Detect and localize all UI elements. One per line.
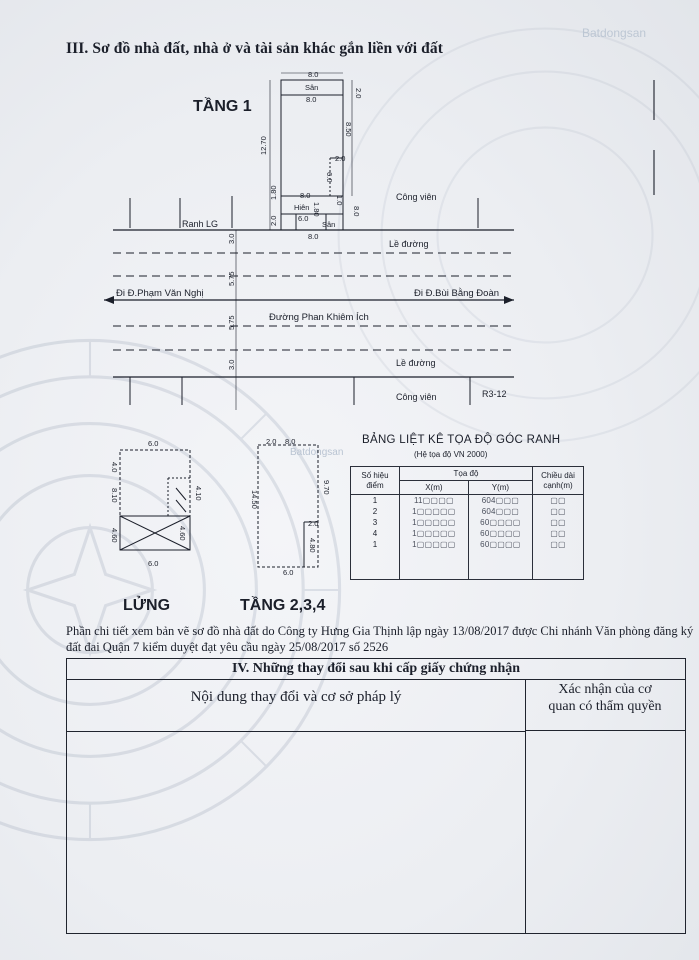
floor1-dim-right-side: 8.0 — [352, 206, 361, 216]
mezz-dim-bottom: 6.0 — [148, 559, 158, 568]
floor1-dim-top-w: 8.0 — [308, 70, 318, 79]
drawing-note: Phần chi tiết xem bản vẽ sơ đồ nhà đất d… — [66, 624, 694, 654]
confirmation-header-line1: Xác nhận của cơ — [558, 682, 652, 697]
coord-header-x: X(m) — [399, 480, 469, 495]
floor1-hien: Hiên — [294, 203, 309, 212]
cong-vien-bottom: Công viên — [396, 392, 437, 402]
coord-edge: ▢▢ — [532, 517, 584, 528]
site-dim-3-bottom: 3.0 — [227, 360, 236, 370]
site-dim-575-b: 5.75 — [227, 315, 236, 330]
confirmation-header-line2: quan có thẩm quyền — [548, 699, 662, 714]
floor1-dim-step-c: 1.0 — [335, 195, 344, 205]
coord-point: 2 — [350, 506, 400, 517]
floor1-dim-hien-w: 8.0 — [300, 191, 310, 200]
coord-x: 1▢▢▢▢▢ — [399, 506, 469, 517]
coord-point: 1 — [350, 539, 400, 580]
coord-header-point: Số hiệu điểm — [350, 466, 400, 495]
coord-header-y: Y(m) — [467, 480, 534, 495]
coord-edge: ▢▢ — [532, 539, 584, 580]
coord-edge: ▢▢ — [532, 506, 584, 517]
street-name: Đường Phan Khiêm Ích — [269, 312, 369, 323]
floor1-dim-san-w: 6.0 — [298, 214, 308, 223]
coord-table: Số hiệu điểm Tọa độ Chiều dài cạnh(m) X(… — [350, 466, 584, 580]
floor1-label: TẦNG 1 — [193, 96, 252, 115]
coord-x: 1▢▢▢▢▢ — [399, 528, 469, 539]
coord-x: 1⁠1⁠▢▢▢▢ — [399, 494, 469, 506]
street-left-direction: Đi Đ.Phạm Văn Nghị — [116, 288, 204, 299]
floor1-dim-inner-top: 8.0 — [306, 95, 316, 104]
mezz-dim-top: 6.0 — [148, 439, 158, 448]
floor1-dim-step-a: 2.0 — [335, 154, 345, 163]
mezzanine-label: LỬNG — [123, 595, 170, 614]
coord-table-subtitle: (Hệ tọa độ VN 2000) — [414, 450, 488, 459]
coord-point: 3 — [350, 517, 400, 528]
site-dim-3-top: 3.0 — [227, 234, 236, 244]
coord-point: 1 — [350, 494, 400, 506]
drum-seal-background — [0, 338, 342, 842]
floor1-dim-left-long: 12.70 — [259, 136, 268, 155]
f234-dim-left: 14.50 — [250, 490, 259, 509]
mezz-dim-left-b: 8.10 — [110, 488, 119, 503]
mezz-dim-right-b: 4.60 — [178, 526, 187, 541]
floors234-label: TẦNG 2,3,4 — [240, 595, 325, 614]
floors234-outline — [257, 444, 319, 568]
drum-seal-background-2 — [337, 27, 699, 443]
le-duong-bottom: Lề đường — [396, 358, 435, 368]
coord-y: 604▢▢▢ — [467, 494, 534, 506]
floor1-san-top: Sân — [305, 83, 318, 92]
watermark-logo: Batdongsan — [582, 26, 647, 40]
coord-y: 60▢▢▢▢ — [467, 517, 534, 528]
floor1-dim-step-e: 1.80 — [312, 202, 321, 217]
le-duong-top: Lề đường — [389, 239, 428, 249]
section-3-title: III. Sơ đồ nhà đất, nhà ở và tài sản khá… — [66, 40, 443, 57]
f234-dim-top-b: 8.0 — [285, 437, 295, 446]
section-4-table: IV. Những thay đổi sau khi cấp giấy chứn… — [66, 658, 686, 934]
mezz-dim-right-a: 4.10 — [194, 486, 203, 501]
coord-point: 4 — [350, 528, 400, 539]
changes-column-header: Nội dung thay đổi và cơ sở pháp lý — [67, 679, 525, 732]
coord-table-title: BẢNG LIỆT KÊ TỌA ĐỘ GÓC RANH — [362, 434, 561, 446]
coord-header-coord: Tọa độ — [399, 466, 533, 481]
floor1-dim-step-d: 6.0 — [325, 172, 334, 182]
coord-edge: ▢▢ — [532, 528, 584, 539]
lot-code: R3-12 — [482, 389, 507, 399]
floor1-dim-top-side: 2.0 — [354, 88, 363, 98]
changes-column: Nội dung thay đổi và cơ sở pháp lý — [67, 679, 526, 933]
site-dim-575-a: 5.75 — [227, 271, 236, 286]
coord-header-edge: Chiều dài cạnh(m) — [532, 466, 584, 495]
coord-x: 1▢▢▢▢▢ — [399, 517, 469, 528]
confirmation-column-header: Xác nhận của cơ quan có thẩm quyền — [525, 679, 685, 731]
floor1-dim-right-long: 8.50 — [344, 122, 353, 137]
street-right-direction: Đi Đ.Bùi Bằng Đoàn — [414, 288, 499, 299]
f234-dim-right-b: 2.0 — [308, 519, 318, 528]
coord-y: 604▢▢▢ — [467, 506, 534, 517]
section-4-title: IV. Những thay đổi sau khi cấp giấy chứn… — [67, 659, 685, 680]
coord-x: 1▢▢▢▢▢ — [399, 539, 469, 580]
floor1-ranh: Ranh LG — [182, 219, 218, 229]
coord-y: 60▢▢▢▢ — [467, 528, 534, 539]
f234-dim-bottom: 6.0 — [283, 568, 293, 577]
confirmation-column: Xác nhận của cơ quan có thẩm quyền — [525, 679, 685, 933]
floor1-dim-step-b: 1.80 — [269, 185, 278, 200]
f234-dim-top-a: 2.0 — [266, 437, 276, 446]
watermark-logo-2: Batdongsan — [290, 447, 344, 458]
coord-y: 60▢▢▢▢ — [467, 539, 534, 580]
cong-vien-top: Công viên — [396, 192, 437, 202]
mezz-dim-left-a: 4.0 — [110, 462, 119, 472]
coord-edge: ▢▢ — [532, 494, 584, 506]
f234-dim-right-c: 4.80 — [308, 538, 317, 553]
floor1-san-bottom: Sân — [322, 220, 335, 229]
floor1-dim-bottom-side: 2.0 — [269, 216, 278, 226]
mezz-dim-left-c: 4.60 — [110, 528, 119, 543]
floor1-dim-bottom-w: 8.0 — [308, 232, 318, 241]
f234-dim-right-a: 9.70 — [322, 480, 331, 495]
